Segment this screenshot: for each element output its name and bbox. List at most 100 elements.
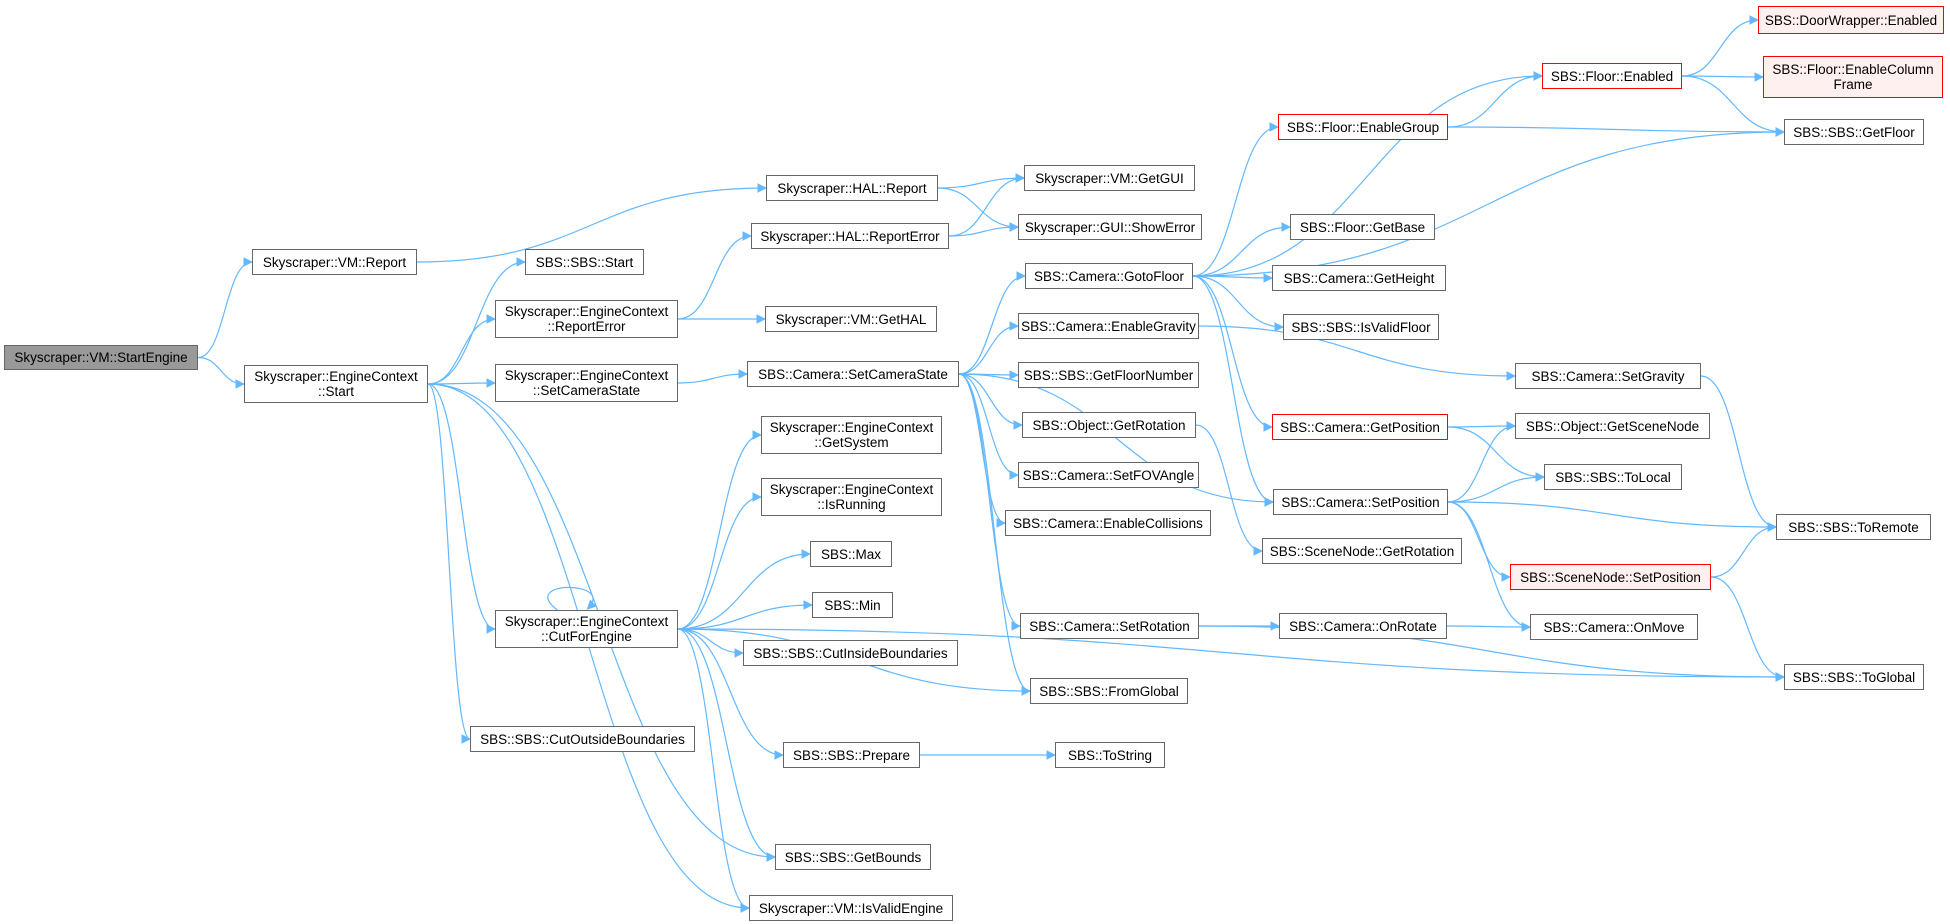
node-ecis-running[interactable]: Skyscraper::EngineContext ::IsRunning <box>761 478 942 516</box>
node-halreport-error[interactable]: Skyscraper::HAL::ReportError <box>751 223 949 249</box>
node-enable-column-frame[interactable]: SBS::Floor::EnableColumn Frame <box>1763 56 1943 98</box>
node-is-valid-engine[interactable]: Skyscraper::VM::IsValidEngine <box>749 895 953 921</box>
edge-HALReportError-to-VMGetGUI <box>948 173 1025 237</box>
node-floor-get-base[interactable]: SBS::Floor::GetBase <box>1290 214 1435 240</box>
node-sbsstart[interactable]: SBS::SBS::Start <box>525 249 644 275</box>
edge-SetGravity-to-ToRemote <box>1700 375 1777 532</box>
edge-GotoFloor-to-CamGetPosition <box>1192 275 1273 432</box>
edge-CamSetCameraState-to-CamSetPosition <box>958 373 1274 507</box>
node-enable-gravity[interactable]: SBS::Camera::EnableGravity <box>1018 313 1199 339</box>
edge-ECCutForEngine-to-ECCutForEngine <box>547 586 597 611</box>
node-set-gravity[interactable]: SBS::Camera::SetGravity <box>1515 363 1701 389</box>
edge-EnableGravity-to-SetGravity <box>1198 325 1516 381</box>
edge-ECStart-to-ECCutForEngine <box>427 383 496 634</box>
edge-GotoFloor-to-FloorGetBase <box>1192 222 1291 277</box>
edge-ECStart-to-ECReportError <box>427 314 496 385</box>
edge-GotoFloor-to-IsValidFloor <box>1192 275 1284 332</box>
node-cam-get-position[interactable]: SBS::Camera::GetPosition <box>1272 414 1448 440</box>
edge-ObjGetRotation-to-SNGetRotation <box>1195 424 1263 556</box>
edge-FloorEnableGroup-to-GetFloor <box>1447 126 1785 137</box>
edge-FloorEnableGroup-to-FloorEnabled <box>1447 71 1543 128</box>
node-from-global[interactable]: SBS::SBS::FromGlobal <box>1030 678 1188 704</box>
edge-CamSetPosition-to-GetSceneNode <box>1447 421 1516 503</box>
edge-CamSetPosition-to-ToLocal <box>1447 472 1545 503</box>
edge-ECStart-to-ECSetCameraState <box>427 378 496 388</box>
node-cut-outside[interactable]: SBS::SBS::CutOutsideBoundaries <box>470 726 695 752</box>
node-start-engine: Skyscraper::VM::StartEngine <box>4 345 198 370</box>
edge-ECCutForEngine-to-ECGetSystem <box>677 430 762 630</box>
node-prepare[interactable]: SBS::SBS::Prepare <box>783 742 920 768</box>
edge-ECCutForEngine-to-CutInside <box>677 628 744 658</box>
node-ecset-camera-state[interactable]: Skyscraper::EngineContext ::SetCameraSta… <box>495 364 678 402</box>
edge-ECReportError-to-HALReportError <box>677 231 752 320</box>
edge-ECSetCameraState-to-CamSetCameraState <box>677 369 748 384</box>
node-cam-get-height[interactable]: SBS::Camera::GetHeight <box>1272 265 1446 291</box>
node-to-local[interactable]: SBS::SBS::ToLocal <box>1544 464 1682 490</box>
node-door-wrapper-enabled[interactable]: SBS::DoorWrapper::Enabled <box>1758 6 1944 34</box>
node-goto-floor[interactable]: SBS::Camera::GotoFloor <box>1025 263 1193 289</box>
node-snget-rotation[interactable]: SBS::SceneNode::GetRotation <box>1262 538 1462 564</box>
node-to-global[interactable]: SBS::SBS::ToGlobal <box>1784 664 1924 690</box>
edge-ECCutForEngine-to-SBSMax <box>677 549 811 630</box>
edge-ECCutForEngine-to-GetBounds <box>677 628 776 862</box>
edge-CamSetCameraState-to-CamSetRotation <box>958 373 1021 631</box>
node-floor-enable-group[interactable]: SBS::Floor::EnableGroup <box>1278 114 1448 140</box>
edge-VMReport-to-HALReport <box>416 183 767 263</box>
node-to-remote[interactable]: SBS::SBS::ToRemote <box>1776 514 1931 540</box>
node-vmget-hal[interactable]: Skyscraper::VM::GetHAL <box>765 306 937 332</box>
node-vmreport[interactable]: Skyscraper::VM::Report <box>252 249 417 275</box>
edge-ECCutForEngine-to-Prepare <box>677 628 784 760</box>
edge-SNSetPosition-to-ToGlobal <box>1710 576 1785 682</box>
edge-CamGetPosition-to-ToLocal <box>1447 426 1545 482</box>
node-get-scene-node[interactable]: SBS::Object::GetSceneNode <box>1515 413 1710 439</box>
edge-HALReport-to-VMGetGUI <box>937 173 1025 189</box>
edge-HALReportError-to-GUIShowError <box>948 222 1019 237</box>
edge-HALReport-to-GUIShowError <box>937 187 1019 232</box>
node-ecget-system[interactable]: Skyscraper::EngineContext ::GetSystem <box>761 416 942 454</box>
edge-GotoFloor-to-CamGetHeight <box>1192 273 1273 283</box>
node-to-string[interactable]: SBS::ToString <box>1055 742 1165 768</box>
node-cam-set-position[interactable]: SBS::Camera::SetPosition <box>1273 489 1448 515</box>
node-cam-on-rotate[interactable]: SBS::Camera::OnRotate <box>1279 613 1447 639</box>
edge-CamGetPosition-to-GetSceneNode <box>1447 421 1516 431</box>
node-sbsmax[interactable]: SBS::Max <box>810 541 892 567</box>
edge-CamSetPosition-to-ToRemote <box>1447 501 1777 532</box>
edge-StartEngine-to-ECStart <box>197 356 245 389</box>
node-get-bounds[interactable]: SBS::SBS::GetBounds <box>775 844 931 870</box>
node-is-valid-floor[interactable]: SBS::SBS::IsValidFloor <box>1283 314 1439 340</box>
node-eccut-for-engine[interactable]: Skyscraper::EngineContext ::CutForEngine <box>495 610 678 648</box>
edge-FloorEnabled-to-GetFloor <box>1681 75 1785 137</box>
edge-CamSetPosition-to-CamOnMove <box>1447 501 1531 632</box>
node-obj-get-rotation[interactable]: SBS::Object::GetRotation <box>1022 412 1196 438</box>
edge-ECStart-to-SBSStart <box>427 257 526 385</box>
node-set-fovangle[interactable]: SBS::Camera::SetFOVAngle <box>1018 462 1199 488</box>
node-cam-set-camera-state[interactable]: SBS::Camera::SetCameraState <box>747 361 959 387</box>
edge-ECStart-to-CutOutside <box>427 383 471 744</box>
node-halreport[interactable]: Skyscraper::HAL::Report <box>766 175 938 201</box>
node-get-floor-number[interactable]: SBS::SBS::GetFloorNumber <box>1018 362 1199 388</box>
edge-FloorEnabled-to-EnableColumnFrame <box>1681 72 1764 82</box>
edge-ECCutForEngine-to-ToGlobal <box>677 628 1785 682</box>
edge-StartEngine-to-VMReport <box>197 257 253 359</box>
edge-CamSetCameraState-to-EnableCollisions <box>958 373 1006 528</box>
node-get-floor[interactable]: SBS::SBS::GetFloor <box>1784 119 1924 145</box>
node-cam-on-move[interactable]: SBS::Camera::OnMove <box>1530 614 1698 640</box>
node-cut-inside[interactable]: SBS::SBS::CutInsideBoundaries <box>743 640 958 666</box>
node-snset-position[interactable]: SBS::SceneNode::SetPosition <box>1510 564 1711 590</box>
edge-CamOnRotate-to-CamOnMove <box>1446 622 1531 632</box>
node-sbsmin[interactable]: SBS::Min <box>812 592 893 618</box>
node-guishow-error[interactable]: Skyscraper::GUI::ShowError <box>1018 214 1202 240</box>
node-floor-enabled[interactable]: SBS::Floor::Enabled <box>1542 63 1682 89</box>
node-cam-set-rotation[interactable]: SBS::Camera::SetRotation <box>1020 613 1199 639</box>
node-ecstart[interactable]: Skyscraper::EngineContext ::Start <box>244 365 428 403</box>
node-ecreport-error[interactable]: Skyscraper::EngineContext ::ReportError <box>495 300 678 338</box>
node-enable-collisions[interactable]: SBS::Camera::EnableCollisions <box>1005 510 1211 536</box>
edge-CamSetCameraState-to-SetFOVAngle <box>958 373 1019 480</box>
edge-ECCutForEngine-to-SBSMin <box>677 600 813 630</box>
node-vmget-gui[interactable]: Skyscraper::VM::GetGUI <box>1024 165 1195 191</box>
edge-CamSetCameraState-to-GotoFloor <box>958 271 1026 375</box>
edge-ECCutForEngine-to-IsValidEngine <box>677 628 750 913</box>
edge-SNSetPosition-to-ToRemote <box>1710 522 1777 578</box>
